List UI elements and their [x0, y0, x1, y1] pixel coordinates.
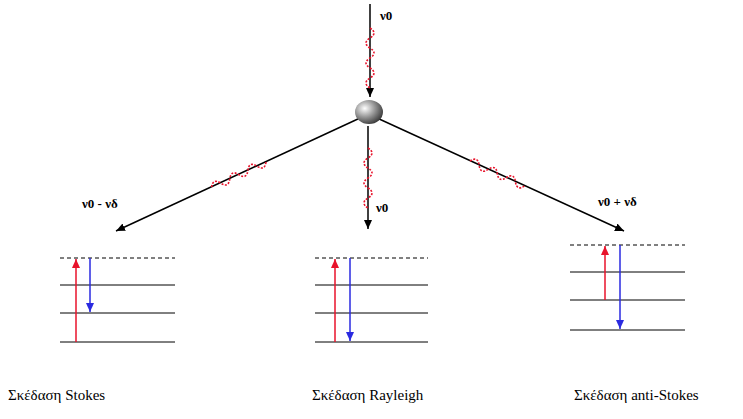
frequency-label: ν0: [380, 8, 392, 24]
molecule-sphere: [355, 100, 383, 124]
anti-stokes-levels: [570, 245, 685, 330]
photon-wave: [364, 148, 372, 208]
frequency-label: ν0: [376, 200, 388, 216]
incident-arrow: [369, 4, 371, 97]
anti-stokes-arrow: [377, 118, 624, 231]
stokes-levels: [60, 258, 175, 342]
rayleigh-levels: [315, 258, 428, 342]
photon-wave: [468, 157, 526, 189]
scattering-caption: Σκέδαση anti-Stokes: [574, 386, 699, 404]
photon-wave: [210, 158, 268, 191]
frequency-label: ν0 + νδ: [598, 194, 637, 210]
photon-wave: [366, 28, 374, 88]
stokes-arrow: [116, 118, 360, 231]
scattering-caption: Σκέδαση Rayleigh: [312, 386, 423, 404]
frequency-label: ν0 - νδ: [82, 196, 118, 212]
scattering-caption: Σκέδαση Stokes: [8, 386, 105, 404]
